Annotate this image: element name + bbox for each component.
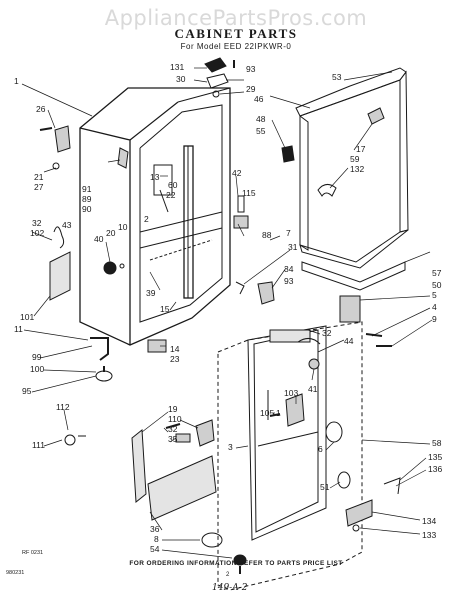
- model-subtitle: For Model EED 22IPKWR-0: [180, 42, 292, 51]
- door-assembly: [217, 321, 363, 591]
- callout-36: 36: [150, 524, 160, 534]
- callout-27: 27: [34, 182, 44, 192]
- callout-1b: 1: [276, 408, 281, 418]
- callout-14: 14: [170, 344, 180, 354]
- callout-7: 7: [286, 228, 291, 238]
- callout-60: 60: [168, 180, 178, 190]
- callout-135: 135: [428, 452, 442, 462]
- callout-55: 55: [256, 126, 266, 136]
- callout-136: 136: [428, 464, 442, 474]
- callout-51: 51: [320, 482, 330, 492]
- callout-31: 31: [288, 242, 298, 252]
- callout-11: 11: [14, 324, 23, 334]
- callout-40: 40: [94, 234, 104, 244]
- callout-46: 46: [254, 94, 264, 104]
- callout-19: 19: [168, 404, 178, 414]
- callout-132: 132: [350, 164, 364, 174]
- callout-133: 133: [422, 530, 436, 540]
- callout-95: 95: [22, 386, 32, 396]
- page-number: 2: [226, 572, 230, 578]
- callout-48: 48: [256, 114, 266, 124]
- callout-17: 17: [356, 144, 366, 154]
- shelf-and-handle-parts: [131, 419, 401, 574]
- callout-112: 112: [56, 402, 70, 412]
- callout-93b: 93: [284, 276, 294, 286]
- callout-15: 15: [160, 304, 170, 314]
- callout-53: 53: [332, 72, 342, 82]
- callout-labels: 131 30 93 53 29 46 1 26 48 55 17 59 132 …: [14, 62, 442, 554]
- callout-8: 8: [154, 534, 159, 544]
- callout-5: 5: [432, 290, 437, 300]
- callout-93: 93: [246, 64, 256, 74]
- ordering-info-footer: FOR ORDERING INFORMATION REFER TO PARTS …: [129, 560, 343, 567]
- callout-134: 134: [422, 516, 436, 526]
- callout-131: 131: [170, 62, 184, 72]
- handwritten-note: 149-A-2: [212, 583, 248, 593]
- callout-90: 90: [82, 204, 92, 214]
- freezer-door-gasket-frame: [295, 67, 409, 291]
- callout-21: 21: [34, 172, 44, 182]
- callout-91: 91: [82, 184, 92, 194]
- callout-10: 10: [118, 222, 128, 232]
- callout-4: 4: [432, 302, 437, 312]
- callout-6: 6: [318, 444, 323, 454]
- callout-32c: 32: [168, 424, 178, 434]
- cabinet-shell: [79, 87, 231, 346]
- callout-23: 23: [170, 354, 180, 364]
- left-hinge-parts: [39, 125, 392, 446]
- callout-115: 115: [242, 188, 256, 198]
- callout-32: 32: [32, 218, 42, 228]
- callout-34: 34: [284, 264, 294, 274]
- page-title: CABINET PARTS: [174, 26, 298, 41]
- callout-111: 111: [32, 440, 45, 450]
- callout-102: 102: [30, 228, 44, 238]
- callout-110: 110: [168, 414, 182, 424]
- callout-3: 3: [228, 442, 233, 452]
- callout-1: 1: [14, 76, 19, 86]
- callout-26: 26: [36, 104, 46, 114]
- callout-9: 9: [432, 314, 437, 324]
- callout-41: 41: [308, 384, 318, 394]
- callout-100: 100: [30, 364, 44, 374]
- callout-59: 59: [350, 154, 360, 164]
- callout-30: 30: [176, 74, 186, 84]
- callout-57: 57: [432, 268, 442, 278]
- callout-29: 29: [246, 84, 256, 94]
- callout-43: 43: [62, 220, 72, 230]
- callout-13: 13: [150, 172, 160, 182]
- callout-leaders: [21, 67, 433, 559]
- top-hinge-parts: [204, 57, 235, 98]
- callout-20: 20: [106, 228, 116, 238]
- callout-50: 50: [432, 280, 442, 290]
- callout-35: 35: [168, 434, 178, 444]
- callout-54: 54: [150, 544, 160, 554]
- callout-89: 89: [82, 194, 92, 204]
- callout-22: 22: [166, 190, 176, 200]
- callout-42: 42: [232, 168, 242, 178]
- callout-39: 39: [146, 288, 156, 298]
- callout-88: 88: [262, 230, 272, 240]
- callout-2: 2: [144, 214, 149, 224]
- callout-44: 44: [344, 336, 354, 346]
- corner-code: 980231: [6, 570, 25, 576]
- callout-105: 105: [260, 408, 274, 418]
- callout-58: 58: [432, 438, 442, 448]
- watermark: AppliancePartsPros.com: [104, 6, 368, 30]
- callout-101: 101: [20, 312, 34, 322]
- callout-99: 99: [32, 352, 42, 362]
- figure-reference: RF 0231: [22, 550, 44, 556]
- callout-32b: 32: [322, 328, 332, 338]
- callout-103: 103: [284, 388, 298, 398]
